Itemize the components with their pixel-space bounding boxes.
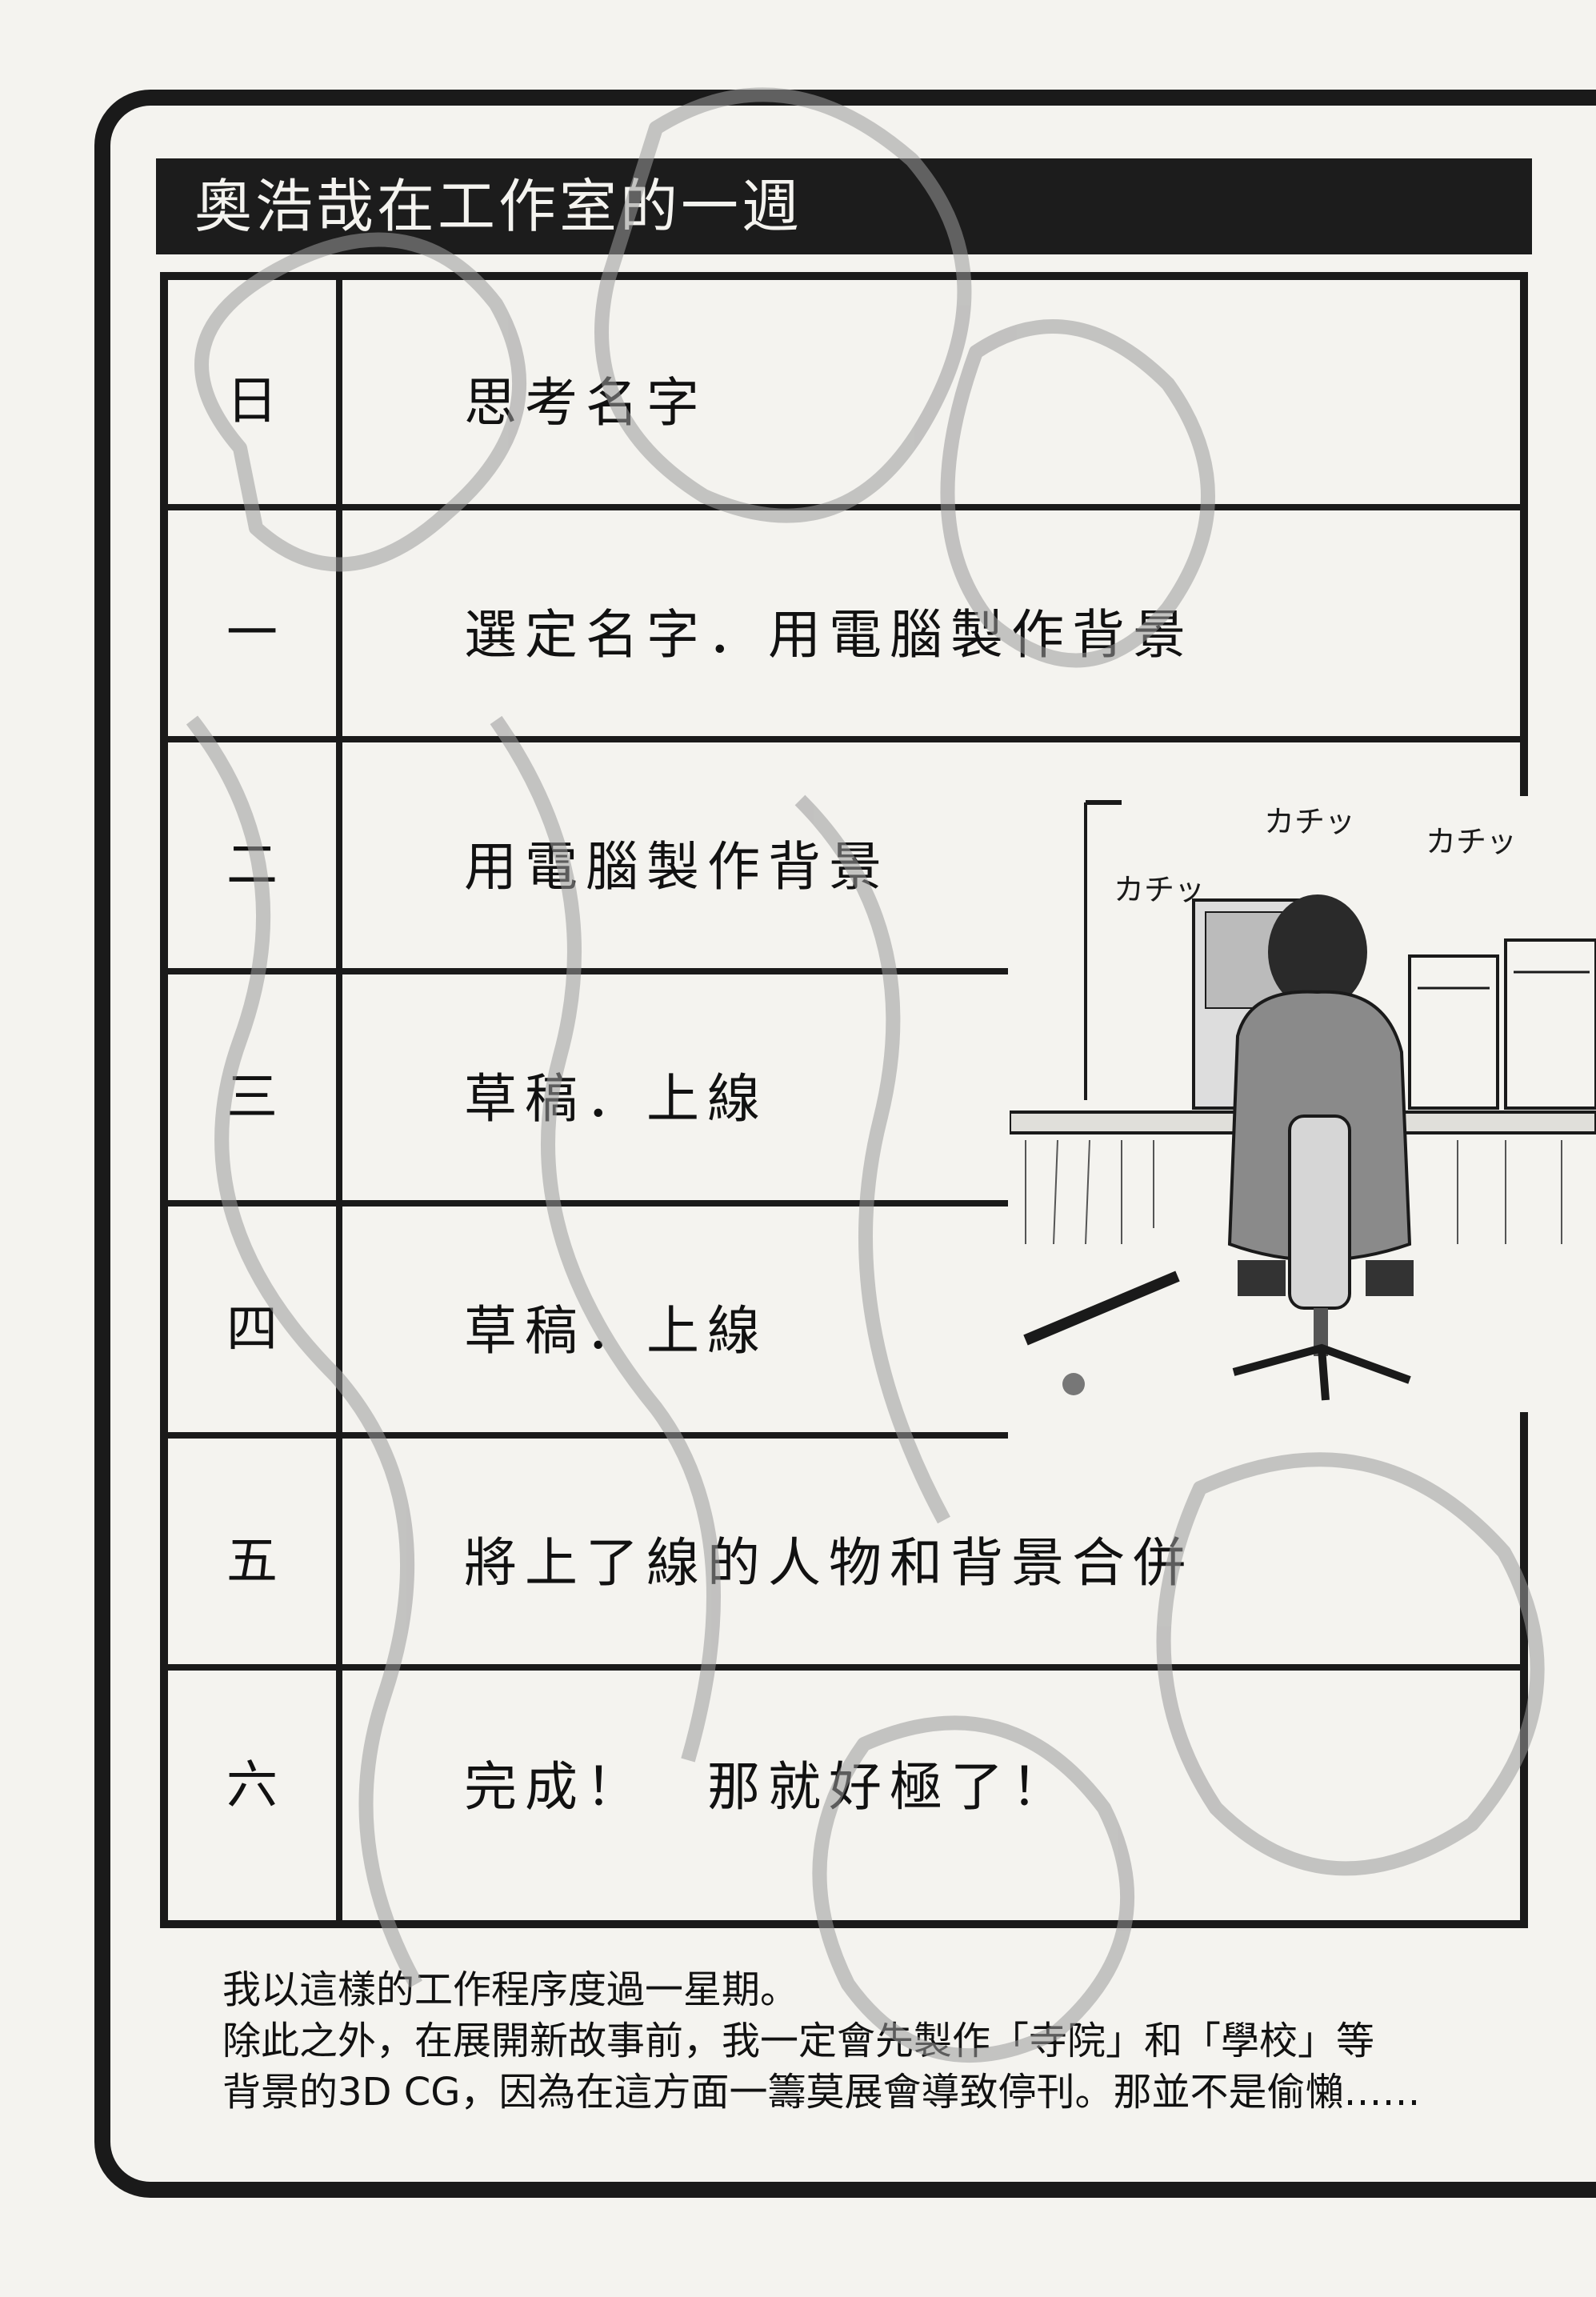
task-saturday: 完成！ 那就好極了！ (464, 1756, 1072, 1818)
manga-illustration: カチッ カチッ カチッ (1008, 796, 1596, 1412)
notes-line: 我以這樣的工作程序度過一星期。 (222, 1967, 799, 2012)
column-divider (336, 280, 342, 1920)
task-sunday: 思考名字 (464, 372, 707, 434)
page-border (94, 90, 1596, 2198)
row-divider (168, 1200, 1008, 1207)
day-monday: 一 (226, 604, 278, 663)
task-thursday: 草稿．上線 (464, 1300, 768, 1362)
artist-at-computer-drawing: カチッ カチッ カチッ (1008, 800, 1596, 1401)
day-tuesday: 二 (226, 836, 278, 895)
sfx-click-3: カチッ (1114, 872, 1205, 907)
task-tuesday: 用電腦製作背景 (464, 836, 890, 898)
day-thursday: 四 (226, 1300, 278, 1359)
page-title: 奧浩哉在工作室的一週 (156, 158, 1532, 254)
sfx-click-2: カチッ (1426, 824, 1517, 859)
day-sunday: 日 (226, 372, 278, 431)
day-wednesday: 三 (226, 1068, 278, 1127)
task-friday: 將上了線的人物和背景合併 (464, 1532, 1194, 1594)
row-divider (168, 1432, 1008, 1439)
row-divider (168, 968, 1008, 974)
day-friday: 五 (226, 1532, 278, 1591)
day-saturday: 六 (226, 1756, 278, 1815)
notes-line: 除此之外，在展開新故事前，我一定會先製作「寺院」和「學校」等 (222, 2019, 1375, 2063)
task-monday: 選定名字．用電腦製作背景 (464, 604, 1194, 666)
sfx-click-1: カチッ (1264, 804, 1355, 839)
notes-paragraph: 我以這樣的工作程序度過一星期。 除此之外，在展開新故事前，我一定會先製作「寺院」… (222, 1964, 1534, 2118)
task-wednesday: 草稿．上線 (464, 1068, 768, 1130)
row-divider (168, 736, 1520, 742)
row-divider (168, 504, 1520, 510)
row-divider (168, 1664, 1520, 1671)
notes-line: 背景的3D CG，因為在這方面一籌莫展會導致停刊。那並不是偷懶…… (222, 2070, 1421, 2115)
